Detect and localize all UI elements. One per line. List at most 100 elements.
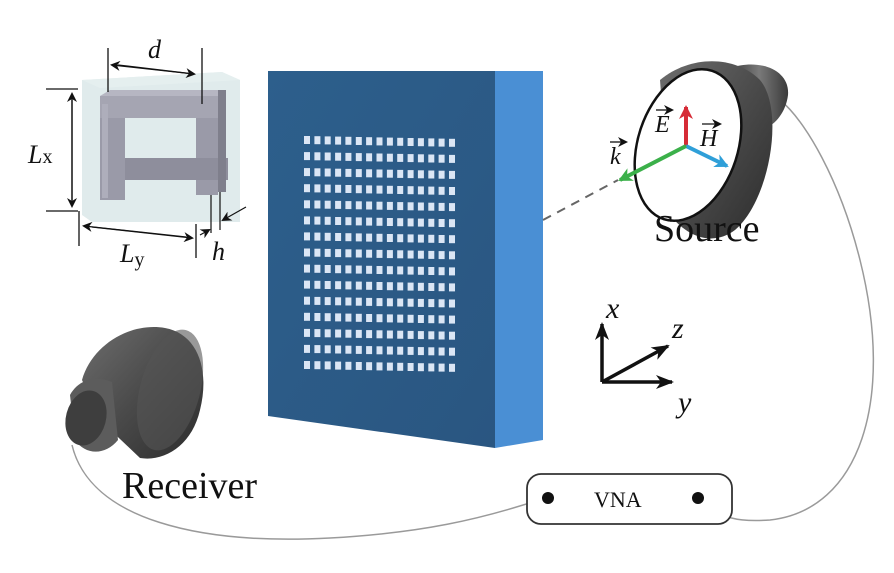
unit-cell-hole [438, 267, 445, 276]
unit-cell-hole [304, 200, 310, 209]
unit-cell-hole [324, 152, 331, 161]
unit-cell-hole [335, 345, 342, 354]
h-label: H [699, 126, 719, 152]
unit-cell-hole [376, 314, 383, 323]
unit-cell-hole [355, 233, 362, 242]
unit-cell-hole [397, 250, 404, 259]
unit-cell-hole [397, 169, 404, 178]
source-cable [697, 99, 875, 522]
unit-cell-hole [335, 184, 342, 193]
unit-cell-hole [304, 361, 310, 369]
unit-cell-hole [335, 200, 342, 209]
unit-cell-hole [438, 331, 445, 340]
unit-cell-hole [366, 217, 373, 226]
unit-cell-hole [355, 249, 362, 258]
unit-cell-hole [304, 168, 310, 177]
unit-cell-hole [376, 346, 383, 355]
unit-cell-hole [397, 218, 404, 227]
vna-port-1 [542, 492, 554, 504]
unit-cell-hole [335, 265, 342, 274]
unit-cell-hole [314, 280, 321, 289]
unit-cell-hole [407, 170, 414, 179]
unit-cell-hole [428, 250, 435, 259]
unit-cell-hole [376, 298, 383, 307]
unit-cell-hole [407, 314, 414, 323]
unit-cell-hole [324, 232, 331, 241]
unit-cell-hole [324, 281, 331, 289]
unit-cell-hole [417, 250, 424, 259]
unit-cell-hole [345, 329, 352, 338]
unit-cell-hole [335, 217, 342, 225]
unit-cell-hole [386, 362, 393, 371]
source-horn: E H k [610, 61, 789, 239]
unit-cell-hole [438, 219, 445, 227]
unit-cell-hole [438, 202, 445, 211]
unit-cell-hole [407, 138, 414, 146]
unit-cell-hole [314, 361, 321, 370]
k-vector-arrow [618, 144, 687, 182]
unit-cell-hole [304, 312, 310, 321]
unit-cell-hole [366, 137, 373, 146]
unit-cell-hole [428, 267, 435, 275]
unit-cell-hole [417, 234, 424, 243]
unit-cell-hole [314, 329, 321, 338]
unit-cell-hole [335, 281, 342, 290]
unit-cell-hole [407, 186, 414, 195]
unit-cell-hole [345, 168, 352, 177]
unit-cell-hole [366, 297, 373, 306]
e-label: E [654, 112, 670, 138]
unit-cell-hole [428, 170, 435, 179]
unit-cell-hole [345, 233, 352, 242]
unit-cell-hole [366, 249, 373, 258]
unit-cell-hole [407, 234, 414, 243]
unit-cell-hole [355, 281, 362, 290]
unit-cell-hole [355, 313, 362, 322]
unit-cell-hole [324, 200, 331, 209]
label-ly: Ly [119, 239, 144, 271]
unit-cell-hole [355, 153, 362, 162]
unit-cell-hole [376, 201, 383, 210]
unit-cell-hole [314, 296, 321, 305]
unit-cell-hole [397, 362, 404, 371]
unit-cell-hole [428, 154, 435, 163]
unit-cell-hole [345, 265, 352, 274]
unit-cell-hole [366, 346, 373, 355]
unit-cell-hole [386, 185, 393, 194]
unit-cell-hole [386, 314, 393, 323]
metasurface-panel [268, 71, 543, 448]
unit-cell-hole [376, 249, 383, 258]
unit-cell-hole [386, 218, 393, 226]
unit-cell-hole [366, 185, 373, 194]
unit-cell-hole [355, 137, 362, 145]
unit-cell-hole [386, 201, 393, 210]
unit-cell-hole [449, 170, 455, 179]
unit-cell-hole [314, 152, 321, 161]
unit-cell-hole [449, 299, 455, 308]
unit-cell-hole [397, 234, 404, 243]
unit-cell-hole [397, 282, 404, 291]
unit-cell-hole [407, 363, 414, 371]
unit-cell-hole [335, 313, 342, 322]
unit-cell-hole [449, 138, 455, 147]
unit-cell-hole [417, 138, 424, 147]
unit-cell-hole [355, 201, 362, 210]
coordinate-axes: x y z [595, 292, 692, 419]
x-axis-label: x [605, 292, 620, 325]
unit-cell-hole [376, 330, 383, 339]
unit-cell-hole [428, 186, 435, 195]
unit-cell-hole [324, 313, 331, 322]
unit-cell-hole [417, 347, 424, 356]
unit-cell-hole [304, 216, 310, 225]
unit-cell-illustration: d Lx Ly h [27, 35, 247, 271]
receiver-cable [71, 444, 549, 540]
unit-cell-hole [335, 249, 342, 258]
unit-cell-hole [386, 250, 393, 259]
unit-cell-hole [438, 299, 445, 308]
unit-cell-hole [345, 136, 352, 145]
unit-cell-hole [304, 184, 310, 193]
unit-cell-hole [376, 362, 383, 371]
unit-cell-hole [407, 250, 414, 259]
unit-cell-hole [386, 298, 393, 307]
unit-cell-hole [314, 184, 321, 193]
unit-cell-hole [335, 297, 342, 306]
